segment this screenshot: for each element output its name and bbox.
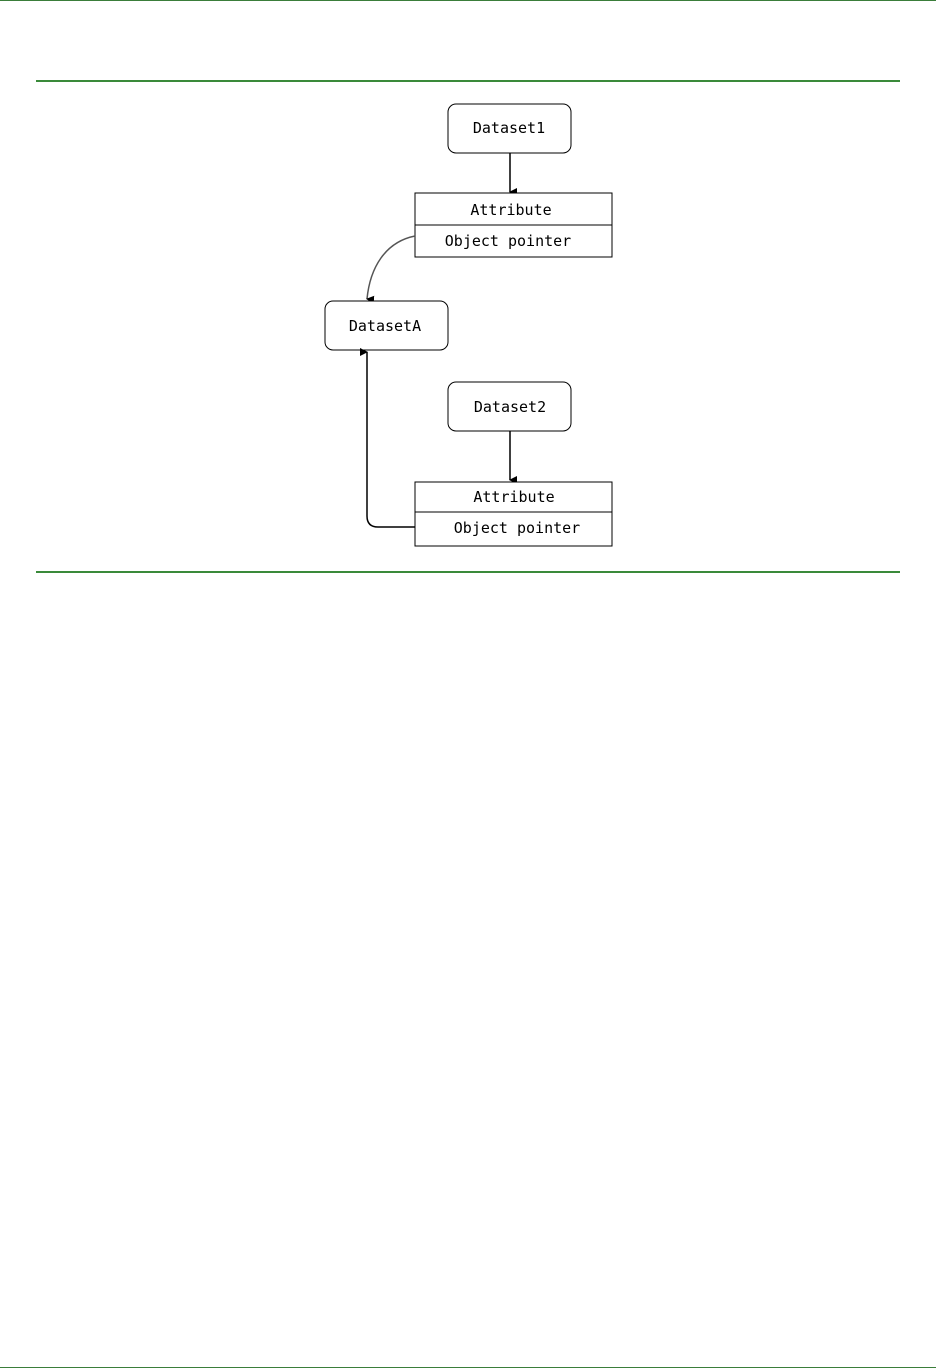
attribute-table-2: Attribute Object pointer (414, 481, 613, 547)
dataset2-node: Dataset2 (447, 381, 572, 432)
pointer-arrow-1-to-datasetA (366, 235, 416, 304)
pointer-arrow-2-to-datasetA (360, 348, 415, 528)
figure-bottom-rule (36, 571, 900, 573)
datasetA-node: DatasetA (324, 300, 449, 351)
attribute-table-1: Attribute Object pointer (414, 192, 613, 258)
page-bottom-rule (0, 1367, 936, 1368)
figure-top-rule (36, 80, 900, 82)
dataset1-label: Dataset1 (473, 119, 545, 137)
attribute-table-2-row: Object pointer (454, 519, 580, 537)
dataset1-node: Dataset1 (447, 103, 572, 154)
page-top-rule (0, 0, 936, 1)
attribute-table-1-row: Object pointer (445, 232, 571, 250)
attribute-table-1-header: Attribute (470, 201, 551, 219)
dataset2-label: Dataset2 (474, 398, 546, 416)
datasetA-label: DatasetA (349, 317, 421, 335)
attribute-table-2-header: Attribute (473, 488, 554, 506)
